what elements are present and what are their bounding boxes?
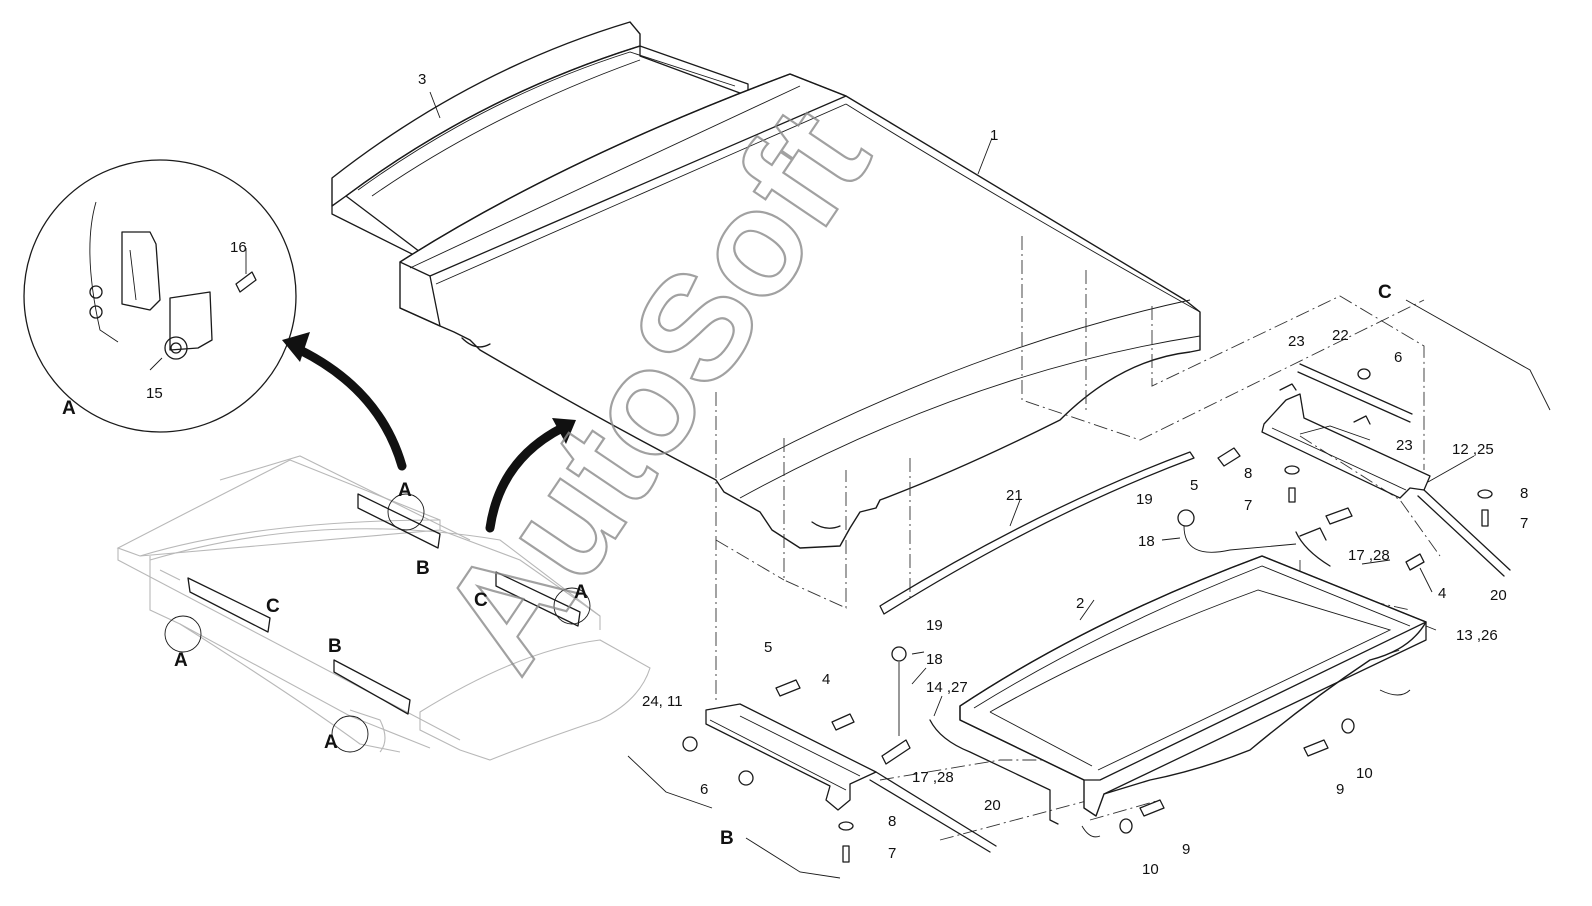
- overview-label-c: C: [266, 596, 280, 617]
- label-24-11: 24, 11: [642, 693, 683, 710]
- label-10: 10: [1356, 765, 1373, 782]
- label-10: 10: [1142, 861, 1159, 878]
- section-c-label: C: [1378, 282, 1392, 303]
- part-21-seal-strip: [879, 451, 1195, 615]
- label-6: 6: [1394, 349, 1402, 366]
- detail-a-label: A: [62, 398, 76, 419]
- label-13-26: 13 ,26: [1456, 627, 1498, 644]
- label-2: 2: [1076, 595, 1084, 612]
- label-5: 5: [764, 639, 772, 656]
- label-22: 22: [1332, 327, 1349, 344]
- part-1-roof-panel: [399, 73, 1201, 549]
- vehicle-overview-faint: [116, 455, 651, 761]
- label-7: 7: [888, 845, 896, 862]
- part-2-front-panel: [959, 555, 1427, 817]
- label-3: 3: [418, 71, 426, 88]
- label-9: 9: [1336, 781, 1344, 798]
- right-lower-hardware: [1081, 689, 1411, 838]
- label-4: 4: [822, 671, 830, 688]
- label-7: 7: [1244, 497, 1252, 514]
- leader-lines: [245, 91, 1475, 717]
- overview-label-b: B: [328, 636, 342, 657]
- label-18: 18: [1138, 533, 1155, 550]
- group-c-hardware: [1177, 363, 1511, 577]
- label-21: 21: [1006, 487, 1023, 504]
- label-8: 8: [1520, 485, 1528, 502]
- label-4: 4: [1438, 585, 1446, 602]
- label-17-28: 17 ,28: [912, 769, 954, 786]
- label-5: 5: [1190, 477, 1198, 494]
- overview-label-a: A: [574, 582, 588, 603]
- overview-brackets: [164, 493, 591, 753]
- label-8: 8: [1244, 465, 1252, 482]
- label-23: 23: [1396, 437, 1413, 454]
- detail-circle-a: [23, 159, 297, 433]
- group-b-hardware: [682, 646, 997, 863]
- section-b-label: B: [720, 828, 734, 849]
- label-9: 9: [1182, 841, 1190, 858]
- label-20: 20: [1490, 587, 1507, 604]
- label-1: 1: [990, 127, 998, 144]
- label-18: 18: [926, 651, 943, 668]
- curved-arrows: [282, 332, 576, 533]
- label-12-25: 12 ,25: [1452, 441, 1494, 458]
- overview-label-b: B: [416, 558, 430, 579]
- overview-label-a: A: [324, 732, 338, 753]
- overview-label-a: A: [398, 480, 412, 501]
- section-brackets: [627, 299, 1551, 879]
- label-7: 7: [1520, 515, 1528, 532]
- label-17-28: 17 ,28: [1348, 547, 1390, 564]
- label-8: 8: [888, 813, 896, 830]
- part-3-rear-frame: [331, 21, 749, 263]
- label-19: 19: [926, 617, 943, 634]
- label-16: 16: [230, 239, 247, 256]
- label-23: 23: [1288, 333, 1305, 350]
- label-14-27: 14 ,27: [926, 679, 968, 696]
- overview-label-a: A: [174, 650, 188, 671]
- label-15: 15: [146, 385, 163, 402]
- overview-label-c: C: [474, 590, 488, 611]
- small-brackets: [929, 531, 1331, 825]
- label-19: 19: [1136, 491, 1153, 508]
- label-6: 6: [700, 781, 708, 798]
- label-20: 20: [984, 797, 1001, 814]
